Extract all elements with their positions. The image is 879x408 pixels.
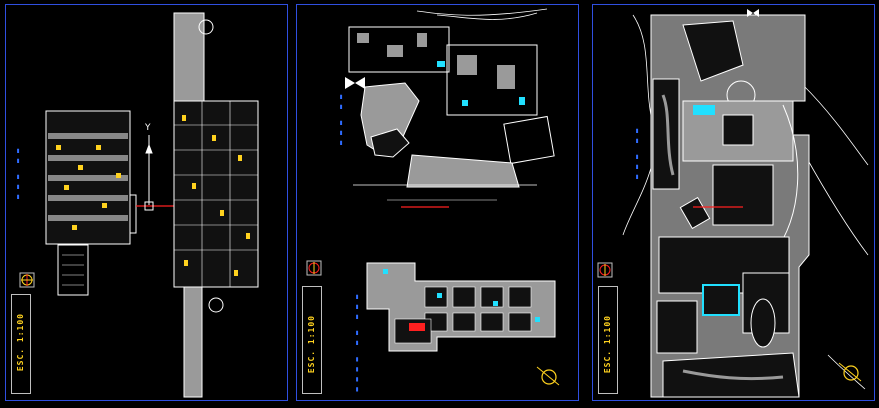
sheet-1-linework [19,12,259,398]
pool [702,284,740,316]
south-garden [662,352,800,398]
ucs-icon [145,135,153,205]
upper-plan-wing [348,26,450,73]
scale-label: ESC. 1:100 [307,315,316,374]
title-block: ESC. 1:100 [302,286,322,394]
corridor-bottom [183,286,203,398]
title-block: ESC. 1:100 [598,286,618,394]
compass-icon [838,362,862,382]
sheet-note: ▮▮▮ ▮▮ [633,125,641,182]
garden-strip [652,78,680,190]
north-arrow-icon [306,260,322,276]
sheet-note: ▮▮▮ ▮▮ [14,145,22,202]
sheet-2-linework [306,8,560,386]
compass-icon [536,366,560,386]
title-block: ESC. 1:100 [11,294,31,394]
terrace [406,154,520,188]
drawing-sheet-2: ESC. 1:100 ▮▮▮ ▮▮ ▮▮▮▮ ▮▮ ▮▮▮ [296,4,579,401]
drawing-sheet-3: ESC. 1:100 ▮▮▮ ▮▮ [592,4,875,401]
scale-label: ESC. 1:100 [603,315,612,374]
right-building-plan [173,100,259,288]
valve-icon [747,9,759,17]
scale-label: ESC. 1:100 [16,313,25,372]
lower-wing [658,236,790,294]
drawing-sheet-1: Y ESC. 1:100 ▮▮▮ ▮▮ [5,4,288,401]
upper-plan-center [446,44,538,116]
sheet-3-linework [597,9,869,398]
ucs-axis-label: Y [145,123,151,133]
valve-icon [345,77,365,89]
north-garden [682,20,744,82]
sheet-note: ▮▮▮ ▮▮ [337,91,345,148]
north-arrow-icon [597,262,613,278]
north-arrow-icon [19,272,35,288]
sheet-note: ▮▮▮▮ ▮▮ ▮▮▮ [353,291,361,394]
